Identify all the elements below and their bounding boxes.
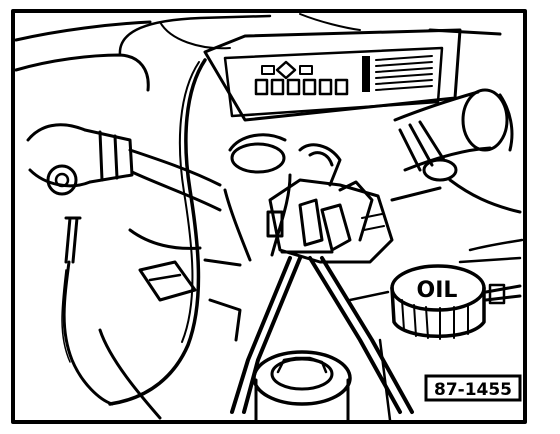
control-unit — [203, 28, 502, 122]
oil-cap-label: OIL — [417, 278, 458, 303]
sensor-connector — [266, 143, 394, 264]
tester-cable-edge — [178, 61, 200, 343]
radiator-hose — [223, 133, 292, 262]
fender-panel — [14, 13, 361, 92]
temperature-probe — [61, 216, 114, 406]
control-unit-buttons — [254, 60, 349, 96]
oil-filler-cap: OIL — [390, 264, 486, 340]
right-linkage — [458, 238, 524, 305]
figure-number-box: 87-1455 — [424, 374, 522, 402]
engine-block-detail — [98, 228, 392, 422]
right-hoses — [390, 88, 522, 214]
drive-belt — [230, 250, 414, 414]
control-unit-label-stripes — [362, 55, 433, 92]
figure-frame — [11, 9, 527, 424]
tester-cable — [108, 58, 207, 406]
figure-number: 87-1455 — [434, 380, 512, 400]
valve-fitting — [26, 123, 222, 212]
pulley — [252, 350, 352, 422]
